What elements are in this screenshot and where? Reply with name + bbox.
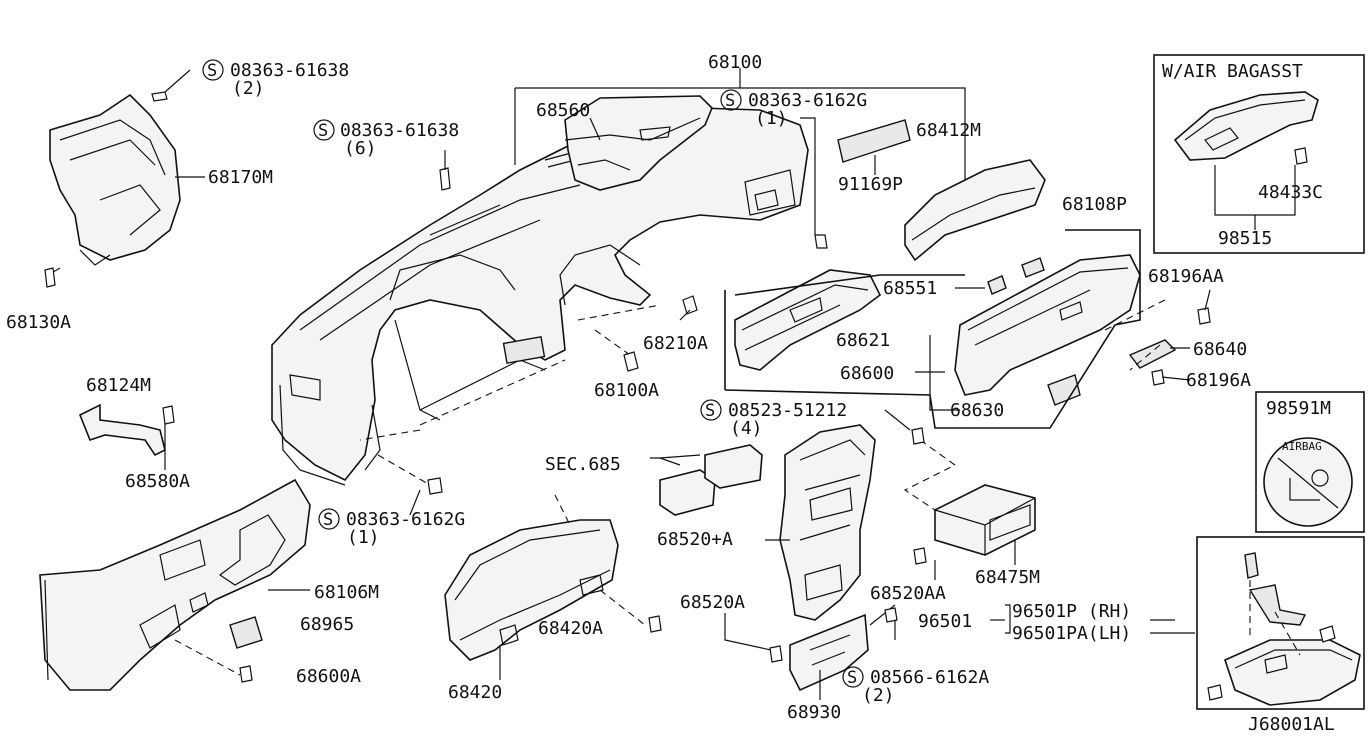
label-68130A: 68130A: [6, 312, 71, 333]
finisher-68412M: [904, 159, 1046, 262]
label-08566-6162A-qty: (2): [862, 685, 895, 706]
storage-tray-68621: [734, 269, 882, 371]
lower-cover-68106M: [39, 478, 311, 691]
label-68930: 68930: [787, 702, 841, 723]
label-48433C: 48433C: [1258, 182, 1323, 203]
s-symbol: S: [207, 61, 217, 81]
label-08363-6162G-top-qty: (1): [755, 108, 788, 129]
vent-sec685: [659, 444, 763, 516]
label-08363-61638-mid-qty: (6): [344, 138, 377, 159]
label-68420: 68420: [448, 682, 502, 703]
label-68600: 68600: [840, 363, 894, 384]
label-68124M: 68124M: [86, 375, 151, 396]
inset-glove-box-lower: [1196, 536, 1365, 710]
label-08566-6162A: 08566-6162A: [870, 667, 989, 688]
label-91169P: [837, 119, 911, 163]
label-68170M: 68170M: [208, 167, 273, 188]
label-68621: 68621: [836, 330, 890, 351]
s-symbol: S: [318, 121, 328, 141]
s-symbol: S: [847, 668, 857, 688]
label-68412M: 68412M: [916, 120, 981, 141]
label-08363-61638-top-qty: (2): [232, 78, 265, 99]
drawing-code: J68001AL: [1248, 714, 1335, 735]
label-08523-51212: 08523-51212: [728, 400, 847, 421]
label-68108P: 68108P: [1062, 194, 1127, 215]
label-68580A: 68580A: [125, 471, 190, 492]
label-98515: 98515: [1218, 228, 1272, 249]
label-08363-61638-mid: 08363-61638: [340, 120, 459, 141]
s-symbol: S: [705, 401, 715, 421]
label-08363-6162G-bot: 08363-6162G: [346, 509, 465, 530]
label-68100A: 68100A: [594, 380, 659, 401]
instrument-panel-68100: [271, 95, 809, 486]
cluster-finisher-68520: [779, 424, 876, 621]
label-96501PA: 96501PA(LH): [1012, 623, 1131, 644]
inset-airbag-assy: W/AIR BAGASST 48433C 98515: [1153, 54, 1365, 254]
glove-box-68108P: [954, 254, 1141, 396]
label-08363-6162G-top: 08363-6162G: [748, 90, 867, 111]
s-symbol: S: [725, 91, 735, 111]
label-sec685: SEC.685: [545, 454, 621, 475]
label-68520-plus-a: 68520+A: [657, 529, 733, 550]
s-symbol: S: [323, 510, 333, 530]
label-96501P: 96501P (RH): [1012, 601, 1131, 622]
label-98591M: 98591M: [1266, 398, 1331, 419]
label-68475M: 68475M: [975, 567, 1040, 588]
cluster-lid-68420: [444, 519, 619, 661]
label-68551: 68551: [883, 278, 937, 299]
screw-icon: [44, 91, 1308, 683]
bracket-68170M: [49, 93, 181, 266]
label-68630: 68630: [950, 400, 1004, 421]
label-68100: 68100: [708, 52, 762, 73]
pocket-68475M: [934, 484, 1036, 556]
label-68196A: 68196A: [1186, 370, 1251, 391]
clip-68965: [229, 616, 263, 649]
label-08523-51212-qty: (4): [730, 418, 763, 439]
bracket-68124M: [78, 403, 166, 457]
inset-airbag-label: 98591M AIRBAG: [1255, 391, 1365, 533]
label-68420A: 68420A: [538, 618, 603, 639]
label-68965: 68965: [300, 614, 354, 635]
label-96501: 96501: [918, 611, 972, 632]
label-68640: 68640: [1193, 339, 1247, 360]
airbag-sticker-text: AIRBAG: [1282, 440, 1322, 453]
label-68520A: 68520A: [680, 592, 745, 613]
leader-lines: [164, 68, 1296, 516]
label-68210A: 68210A: [643, 333, 708, 354]
label-68106M: 68106M: [314, 582, 379, 603]
lock-68630: [1047, 374, 1081, 406]
inset-title: W/AIR BAGASST: [1162, 61, 1303, 82]
label-68196AA: 68196AA: [1148, 266, 1224, 287]
label-68520AA: 68520AA: [870, 583, 946, 604]
switch-68930: [789, 613, 869, 692]
label-68560: 68560: [536, 100, 590, 121]
label-08363-6162G-bot-qty: (1): [347, 527, 380, 548]
airbag-warning-icon: [1263, 437, 1353, 527]
label-08363-61638-top: 08363-61638: [230, 60, 349, 81]
label-91169P: 91169P: [838, 174, 903, 195]
label-68600A: 68600A: [296, 666, 361, 687]
